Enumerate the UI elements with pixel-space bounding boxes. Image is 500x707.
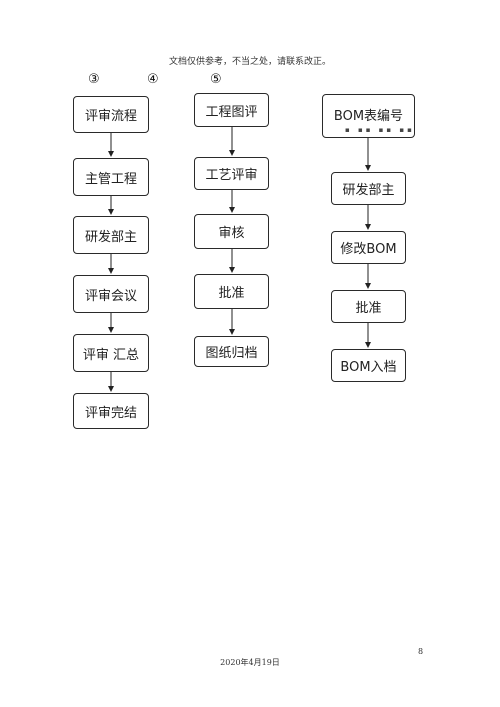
flow-step-review-process: 评审流程 [73,96,149,133]
flow-step-audit: 审核 [194,214,269,249]
flow-step-drawing-review: 工程图评 [194,93,269,127]
flow-step-chief-engineer: 主管工程 [73,158,149,196]
footer-date: 2020年4月19日 [220,658,280,667]
flow-step-review-meeting: 评审会议 [73,275,149,313]
flow-step-approval: 批准 [194,274,269,309]
flow-step-review-complete: 评审完结 [73,393,149,429]
section-number-5: ⑤ [210,72,222,87]
flow-step-process-review: 工艺评审 [194,157,269,190]
section-number-4: ④ [147,72,159,87]
flow-step-rd-director-bom: 研发部主 [331,172,406,205]
flow-step-bom-numbering: BOM表编号 ▪ ▪▪ ▪▪ ▪▪ [322,94,415,138]
page-number: 8 [418,647,424,656]
flow-step-modify-bom: 修改BOM [331,231,406,264]
flow-step-bom-archive: BOM入档 [331,349,406,382]
flow-step-drawing-archive: 图纸归档 [194,336,269,367]
flow-step-approval-bom: 批准 [331,290,406,323]
header-note: 文档仅供参考，不当之处，请联系改正。 [168,57,331,67]
flow-step-rd-director: 研发部主 [73,216,149,254]
section-number-3: ③ [88,72,100,87]
faded-text-fragment: ▪ ▪▪ ▪▪ ▪▪ [345,126,415,134]
bom-numbering-label: BOM表编号 [333,109,404,124]
flow-step-review-summary: 评审 汇总 [73,334,149,372]
